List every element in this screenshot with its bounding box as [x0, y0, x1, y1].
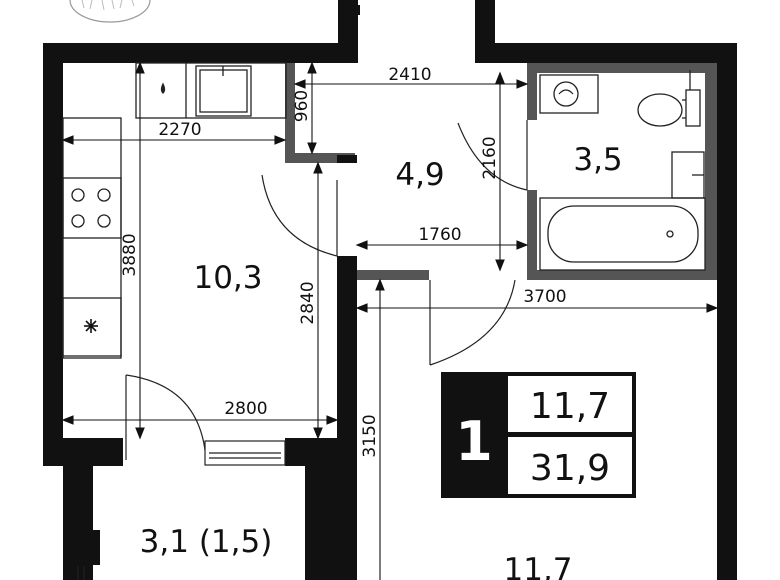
water-drop-icon	[160, 82, 166, 94]
dim-kitchen-width-top: 2270	[158, 120, 201, 140]
dim-hall-width: 2410	[388, 65, 431, 85]
dim-hall-lower-width: 1760	[418, 225, 461, 245]
bathroom-fixtures	[539, 70, 706, 271]
dim-kitchen-width-bottom: 2800	[224, 399, 267, 419]
interior-walls	[285, 63, 717, 280]
snowflake-icon	[84, 319, 98, 333]
room-area-loggia: 3,1 (1,5)	[140, 524, 273, 560]
dim-living-width: 3700	[523, 287, 566, 307]
logo-fragment	[69, 0, 151, 23]
room-area-hall: 4,9	[395, 157, 444, 193]
dim-bath-height: 2160	[480, 136, 500, 179]
dim-hall-depth: 960	[292, 90, 312, 122]
loggia-railing	[77, 566, 85, 580]
room-count: 1	[455, 410, 493, 473]
room-area-bathroom: 3,5	[573, 142, 622, 178]
room-area-kitchen: 10,3	[193, 260, 262, 296]
dimension-lines	[61, 61, 719, 580]
exterior-walls	[43, 0, 737, 580]
room-area-living: 11,7	[503, 552, 572, 580]
total-area-value: 31,9	[530, 448, 610, 489]
balcony-window	[204, 440, 286, 466]
kitchen-fixtures	[62, 62, 287, 359]
living-area-value: 11,7	[530, 386, 610, 427]
dim-kitchen-height: 3880	[120, 233, 140, 276]
area-summary-badge: 1 11,7 31,9	[441, 372, 636, 498]
dim-living-height: 3150	[360, 414, 380, 457]
dim-kitchen-inner-height: 2840	[298, 281, 318, 324]
doors	[125, 120, 528, 460]
